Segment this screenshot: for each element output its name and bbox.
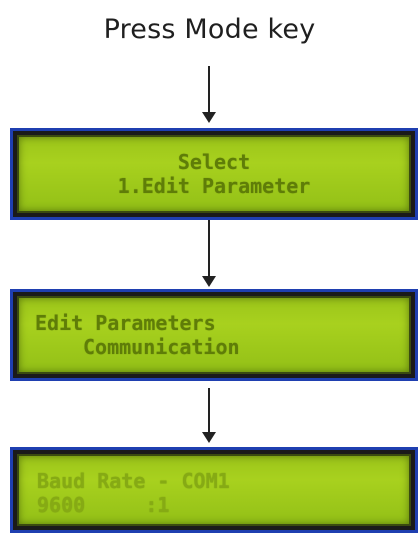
lcd-line-1: Select: [177, 150, 251, 174]
down-arrow-3: [202, 388, 216, 444]
down-arrow-1: [202, 66, 216, 124]
lcd-line-1: Edit Parameters: [35, 311, 216, 335]
lcd-line-1: Baud Rate - COM1: [37, 469, 230, 493]
lcd-screen: Baud Rate - COM1 9600 :1: [17, 454, 411, 526]
lcd-screen: Select 1.Edit Parameter: [17, 135, 411, 213]
lcd-display-baud-rate: Baud Rate - COM1 9600 :1: [10, 447, 418, 533]
lcd-screen: Edit Parameters Communication: [17, 296, 411, 374]
lcd-display-select: Select 1.Edit Parameter: [10, 128, 418, 220]
lcd-line-2: 1.Edit Parameter: [117, 174, 311, 198]
down-arrow-2: [202, 220, 216, 288]
lcd-line-2: 9600 :1: [37, 493, 170, 517]
lcd-line-2: Communication: [83, 335, 240, 359]
instruction-title: Press Mode key: [103, 14, 316, 45]
lcd-display-edit-parameters: Edit Parameters Communication: [10, 289, 418, 381]
